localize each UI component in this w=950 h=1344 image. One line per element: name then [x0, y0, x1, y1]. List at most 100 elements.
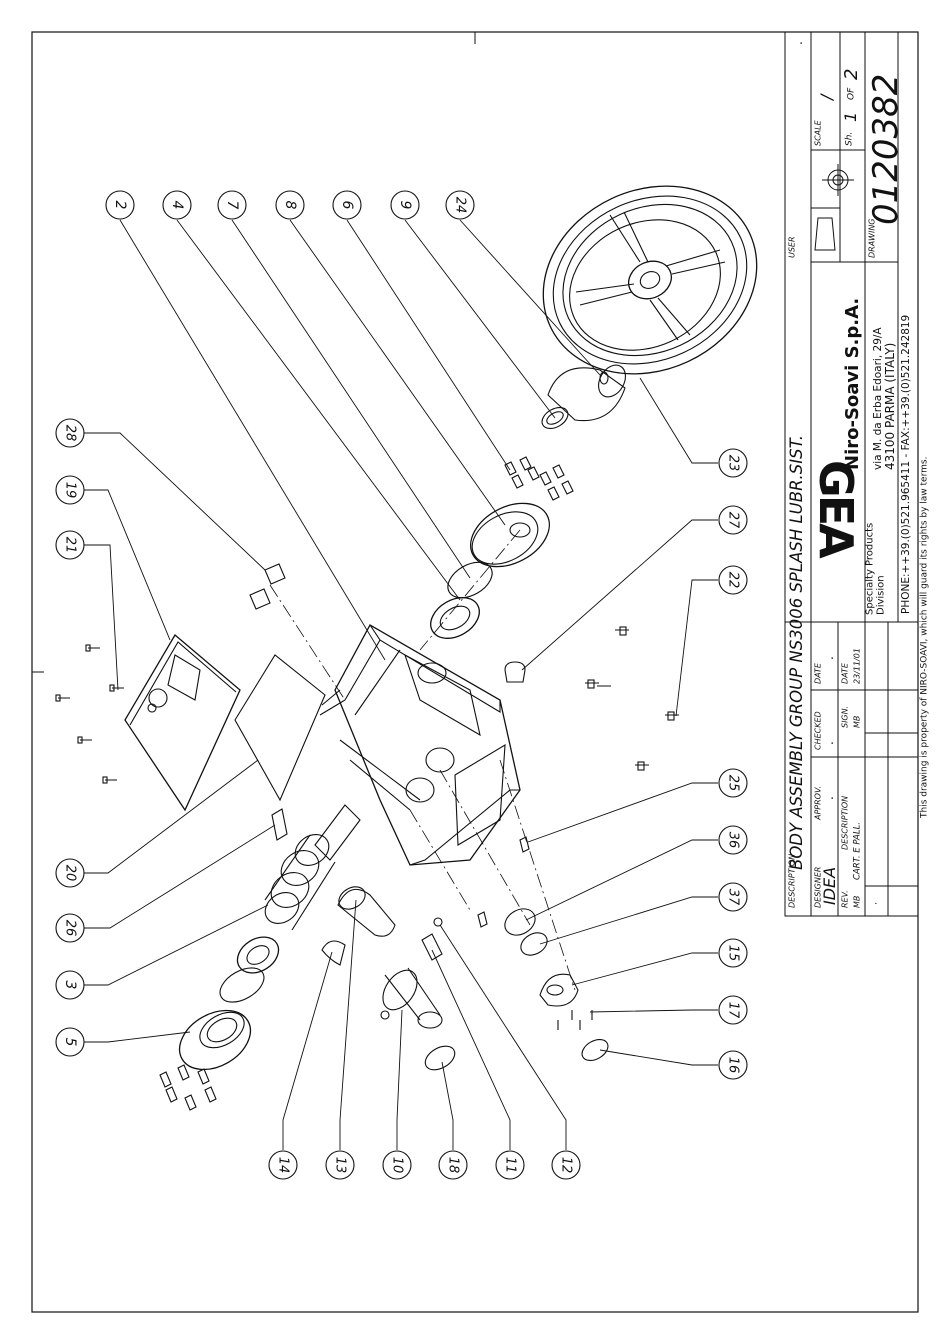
designer-value: IDEA — [820, 867, 839, 905]
svg-text:24: 24 — [453, 197, 468, 214]
svg-text:23: 23 — [726, 455, 741, 472]
balloon-8: 8 — [275, 190, 305, 220]
phone-fax: PHONE:++39.(0)521.965411 - FAX:++39.(0)5… — [900, 315, 912, 614]
svg-text:18: 18 — [446, 1157, 461, 1174]
svg-text:15: 15 — [726, 945, 741, 962]
balloon-right-group: 23 27 22 25 36 37 15 17 16 — [718, 448, 748, 1080]
flange-part — [178, 1009, 252, 1071]
approv-label: APPROV. — [814, 786, 823, 821]
balloon-37: 37 — [718, 882, 748, 912]
bearing-left-part — [236, 936, 280, 974]
bolts-22-part — [585, 629, 679, 766]
balloon-15: 15 — [718, 938, 748, 968]
division-line-1: Specialty Products — [864, 523, 875, 615]
svg-text:28: 28 — [63, 425, 78, 442]
gasket-part — [234, 654, 326, 802]
balloon-26: 26 — [55, 913, 85, 943]
screw-group-part — [504, 456, 574, 501]
date-label: DATE — [814, 662, 823, 684]
svg-text:22: 22 — [726, 572, 741, 589]
svg-text:21: 21 — [63, 537, 78, 554]
drawing-label: DRAWING — [868, 218, 877, 258]
rev-label: REV. — [841, 890, 850, 908]
svg-text:10: 10 — [390, 1157, 405, 1174]
svg-text:37: 37 — [726, 889, 741, 906]
balloon-9: 9 — [390, 190, 420, 220]
half-bearing-part — [321, 940, 346, 966]
balloon-25: 25 — [718, 768, 748, 798]
rev-value: MB — [853, 896, 862, 908]
balloon-3: 3 — [55, 970, 85, 1000]
drawing-description: BODY ASSEMBLY GROUP NS3006 SPLASH LUBR.S… — [787, 435, 806, 870]
hub-part — [547, 364, 626, 422]
division-line-2: Division — [875, 575, 886, 615]
svg-text:6: 6 — [339, 201, 355, 210]
sheet-number: 1 — [841, 112, 860, 122]
drawing-number: 0120382 — [866, 74, 906, 225]
leader-lines — [84, 219, 718, 1150]
approv-value: . — [822, 796, 836, 800]
piston-part — [382, 967, 443, 1029]
svg-text:36: 36 — [726, 832, 741, 849]
plug-27-part — [504, 661, 526, 683]
screws-21-part — [55, 644, 124, 784]
rev-desc-value: CART. E PALL. — [853, 822, 863, 880]
svg-text:7: 7 — [224, 201, 240, 210]
pins-25-part — [477, 836, 530, 928]
svg-text:27: 27 — [726, 512, 741, 529]
balloon-10: 10 — [382, 1150, 412, 1180]
pulley-part — [542, 185, 758, 375]
rev-date-value: 23/11/01 — [853, 648, 862, 684]
pin-part — [421, 933, 443, 961]
address-line-1: via M. da Erba Edoari, 29/A — [872, 327, 884, 470]
balloon-bottom-group: 14 13 10 18 11 12 — [268, 1150, 581, 1180]
balloon-27: 27 — [718, 505, 748, 535]
o-ring-36-part — [504, 908, 536, 936]
seal-18-part — [424, 1045, 456, 1071]
balloon-24: 24 — [445, 190, 475, 220]
bolts-5-part — [159, 1064, 217, 1111]
svg-text:14: 14 — [276, 1157, 291, 1174]
balloon-17: 17 — [718, 995, 748, 1025]
checked-label: CHECKED — [814, 711, 823, 750]
svg-text:12: 12 — [559, 1157, 574, 1174]
description-label: DESCRIPTION — [788, 854, 797, 908]
balloon-22: 22 — [718, 565, 748, 595]
rev-date-label: DATE — [841, 662, 850, 684]
user-value: . — [791, 41, 805, 45]
o-ring-part — [447, 561, 493, 599]
balloon-19: 19 — [55, 475, 85, 505]
date-value: . — [822, 656, 836, 660]
bearing-part — [430, 597, 480, 639]
balloon-12: 12 — [551, 1150, 581, 1180]
svg-text:13: 13 — [333, 1157, 348, 1174]
projection-symbol-icon — [814, 164, 854, 251]
sign-value: MB — [853, 716, 862, 728]
company-name: Niro-Soavi S.p.A. — [842, 298, 863, 470]
title-block — [784, 31, 919, 917]
user-label: USER — [788, 236, 797, 258]
sheet-label: Sh. — [845, 132, 855, 146]
crankshaft-part — [264, 804, 361, 931]
svg-text:GEA: GEA — [809, 460, 863, 559]
balloon-16: 16 — [718, 1050, 748, 1080]
company-logo: GEA — [809, 460, 863, 559]
blank-row-mark: . — [868, 902, 879, 905]
svg-text:17: 17 — [726, 1002, 741, 1019]
balloon-4: 4 — [162, 190, 192, 220]
cover-plate-part — [124, 634, 241, 812]
svg-text:20: 20 — [63, 865, 78, 882]
clamp-part — [249, 563, 286, 610]
seal-ring-part — [541, 406, 569, 430]
balloon-2: 2 — [105, 190, 135, 220]
balloon-23: 23 — [718, 448, 748, 478]
rev-desc-label: DESCRIPTION — [841, 796, 850, 850]
seal-16-part — [581, 1038, 609, 1062]
sign-label: SIGN. — [841, 706, 850, 728]
balloon-5: 5 — [55, 1027, 85, 1057]
svg-text:8: 8 — [282, 201, 298, 210]
balloon-13: 13 — [325, 1150, 355, 1180]
bearing-cover-part — [470, 502, 550, 568]
balloon-21: 21 — [55, 530, 85, 560]
